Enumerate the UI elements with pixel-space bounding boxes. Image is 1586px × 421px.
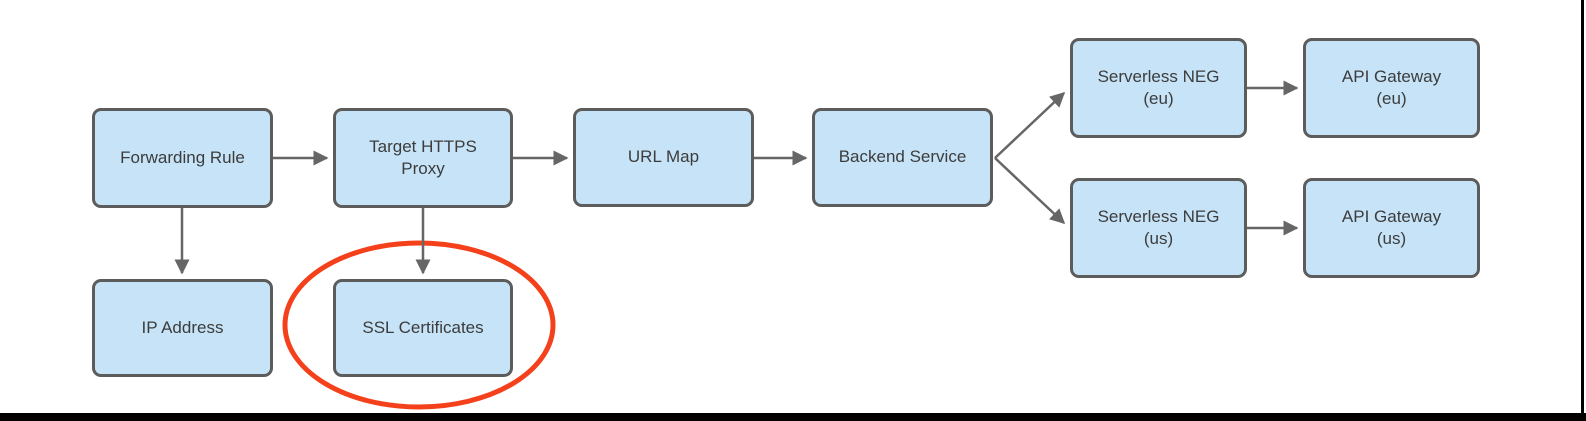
node-target-https-proxy: Target HTTPS Proxy xyxy=(333,108,513,208)
edge-backend-service-to-serverless-neg-eu xyxy=(994,91,1066,159)
node-serverless-neg-eu-label: Serverless NEG (eu) xyxy=(1097,66,1220,108)
node-ssl-certificates-label: SSL Certificates xyxy=(362,317,484,337)
node-url-map-label: URL Map xyxy=(627,147,700,167)
node-backend-service-label: Backend Service xyxy=(838,147,967,167)
node-backend-service: Backend Service xyxy=(812,108,993,207)
edge-backend-service-to-serverless-neg-us xyxy=(994,157,1066,225)
node-forwarding-rule-label: Forwarding Rule xyxy=(120,147,245,167)
frame-bottom-edge xyxy=(0,413,1586,421)
node-serverless-neg-eu: Serverless NEG (eu) xyxy=(1070,38,1247,138)
node-ip-address-label: IP Address xyxy=(141,317,224,337)
node-ip-address: IP Address xyxy=(92,279,273,377)
node-serverless-neg-us-label: Serverless NEG (us) xyxy=(1097,206,1220,248)
node-url-map: URL Map xyxy=(573,108,754,207)
node-api-gateway-us-label: API Gateway (us) xyxy=(1341,206,1442,248)
highlight-ellipse xyxy=(282,240,556,410)
node-target-https-proxy-label: Target HTTPS Proxy xyxy=(369,136,477,178)
node-forwarding-rule: Forwarding Rule xyxy=(92,108,273,208)
node-api-gateway-eu-label: API Gateway (eu) xyxy=(1341,66,1442,108)
node-api-gateway-us: API Gateway (us) xyxy=(1303,178,1480,278)
node-serverless-neg-us: Serverless NEG (us) xyxy=(1070,178,1247,278)
node-api-gateway-eu: API Gateway (eu) xyxy=(1303,38,1480,138)
frame-right-edge xyxy=(1581,0,1584,421)
node-ssl-certificates: SSL Certificates xyxy=(333,279,513,377)
